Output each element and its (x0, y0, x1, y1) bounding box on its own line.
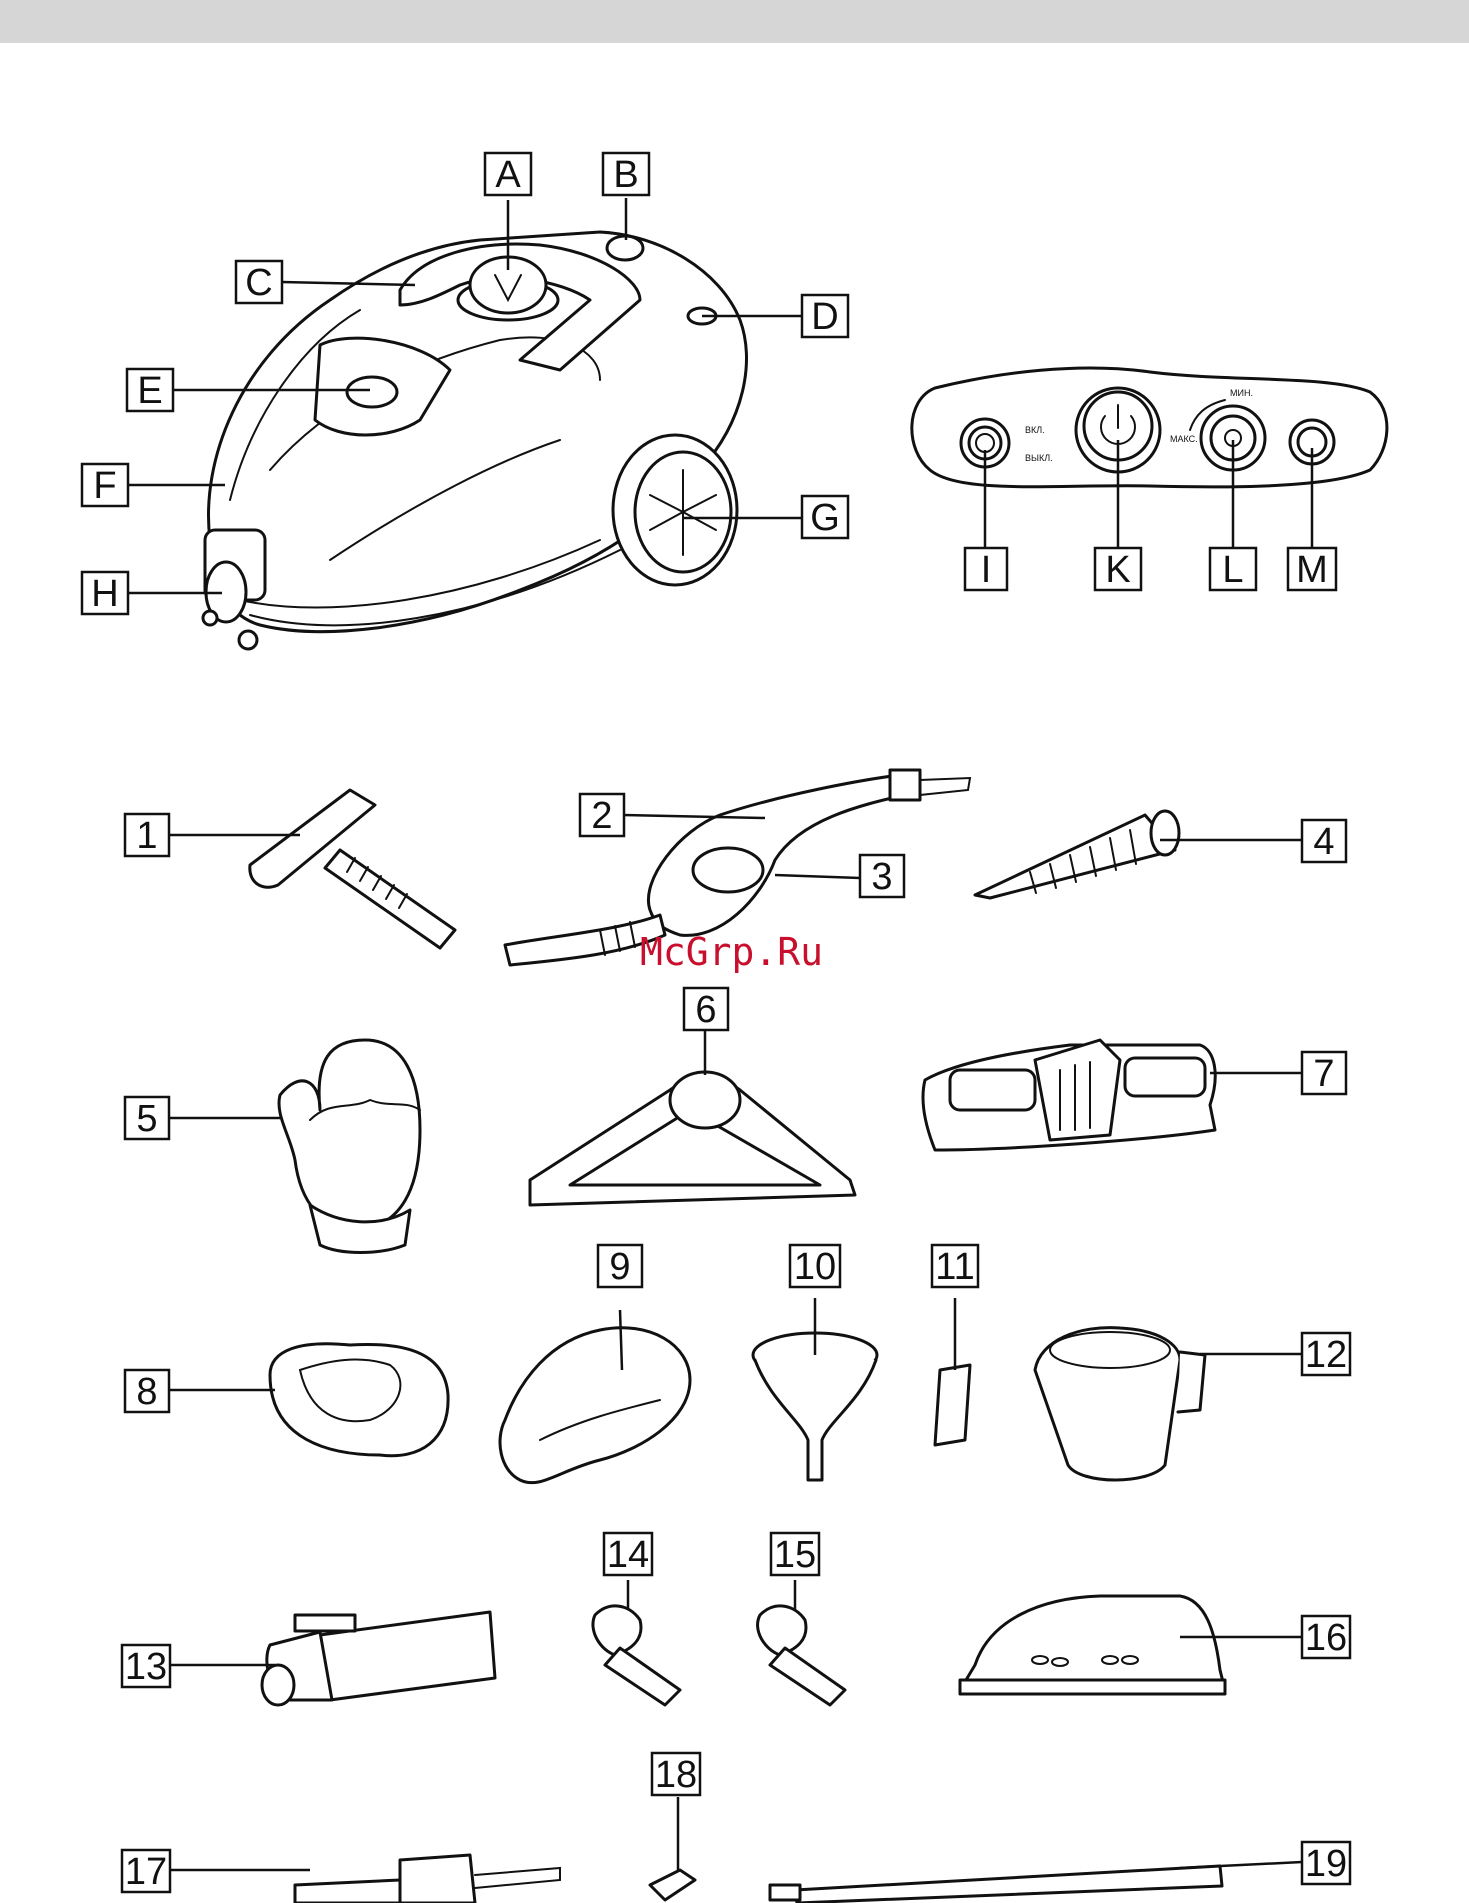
label-10: 10 (790, 1245, 840, 1288)
svg-text:5: 5 (136, 1098, 157, 1140)
svg-text:M: M (1296, 549, 1328, 591)
accessory-13-drawing (262, 1612, 495, 1705)
svg-text:9: 9 (609, 1246, 630, 1288)
accessory-12-drawing (1035, 1328, 1205, 1480)
label-6: 6 (684, 988, 728, 1031)
label-13: 13 (122, 1645, 170, 1688)
svg-text:C: C (245, 262, 272, 304)
label-L: L (1210, 548, 1256, 591)
svg-text:3: 3 (871, 856, 892, 898)
label-11: 11 (932, 1245, 978, 1288)
label-18: 18 (652, 1753, 700, 1796)
label-G: G (802, 496, 848, 539)
steam-cleaner-body (203, 232, 747, 649)
label-12: 12 (1302, 1333, 1350, 1376)
accessory-1-drawing (250, 790, 455, 948)
label-5: 5 (125, 1097, 169, 1140)
svg-text:8: 8 (136, 1371, 157, 1413)
svg-text:7: 7 (1313, 1053, 1334, 1095)
max-text: МАКС. (1170, 434, 1198, 444)
label-3: 3 (860, 855, 904, 898)
svg-text:A: A (495, 154, 521, 196)
svg-text:I: I (981, 549, 992, 591)
label-D: D (802, 295, 848, 338)
accessory-7-drawing (923, 1040, 1215, 1150)
label-E: E (127, 369, 173, 412)
label-14: 14 (604, 1533, 652, 1576)
label-9: 9 (598, 1245, 642, 1288)
accessory-8-drawing (270, 1344, 448, 1456)
svg-text:17: 17 (125, 1851, 167, 1893)
label-H: H (82, 572, 128, 615)
on-text: ВКЛ. (1025, 425, 1045, 435)
label-16: 16 (1302, 1616, 1350, 1659)
svg-text:13: 13 (125, 1646, 167, 1688)
accessory-11-drawing (935, 1298, 970, 1445)
accessory-19-drawing (770, 1866, 1222, 1903)
label-7: 7 (1302, 1052, 1346, 1095)
label-B: B (603, 153, 649, 196)
label-2: 2 (580, 794, 624, 837)
svg-text:2: 2 (591, 795, 612, 837)
svg-text:K: K (1105, 549, 1130, 591)
svg-text:6: 6 (695, 989, 716, 1031)
accessory-17-drawing (295, 1855, 560, 1903)
accessory-9-drawing (500, 1310, 690, 1483)
watermark: McGrp.Ru (640, 930, 823, 974)
svg-text:4: 4 (1313, 821, 1334, 863)
label-4: 4 (1302, 820, 1346, 863)
accessory-16-drawing (960, 1596, 1225, 1694)
svg-text:E: E (137, 370, 162, 412)
svg-text:16: 16 (1305, 1617, 1347, 1659)
label-I: I (965, 548, 1007, 591)
label-17: 17 (122, 1850, 170, 1893)
label-A: A (485, 153, 531, 196)
off-text: ВЫКЛ. (1025, 453, 1053, 463)
svg-text:12: 12 (1305, 1334, 1347, 1376)
accessory-5-drawing (279, 1040, 420, 1253)
svg-text:F: F (93, 465, 116, 507)
label-19: 19 (1302, 1842, 1350, 1885)
min-text: МИН. (1230, 388, 1253, 398)
svg-text:10: 10 (794, 1246, 836, 1288)
accessory-4-drawing (975, 811, 1179, 898)
label-F: F (82, 464, 128, 507)
accessory-10-drawing (753, 1298, 877, 1480)
svg-text:14: 14 (607, 1534, 649, 1576)
label-C: C (236, 261, 282, 304)
accessory-14-drawing (593, 1580, 680, 1705)
svg-text:B: B (613, 154, 638, 196)
svg-text:D: D (811, 296, 838, 338)
svg-text:11: 11 (935, 1246, 974, 1288)
label-1: 1 (125, 814, 169, 857)
svg-text:G: G (810, 497, 840, 539)
accessory-18-drawing (650, 1797, 695, 1900)
svg-text:15: 15 (774, 1534, 816, 1576)
svg-text:1: 1 (136, 815, 157, 857)
label-M: M (1288, 548, 1336, 591)
label-K: K (1095, 548, 1141, 591)
control-panel: ВКЛ. ВЫКЛ. МИН. МАКС. (912, 368, 1387, 550)
svg-text:H: H (91, 573, 118, 615)
label-15: 15 (771, 1533, 819, 1576)
accessory-15-drawing (758, 1580, 845, 1705)
accessory-6-drawing (530, 1030, 855, 1205)
svg-text:19: 19 (1305, 1843, 1347, 1885)
svg-text:18: 18 (655, 1754, 697, 1796)
label-8: 8 (125, 1370, 169, 1413)
svg-text:L: L (1222, 549, 1243, 591)
